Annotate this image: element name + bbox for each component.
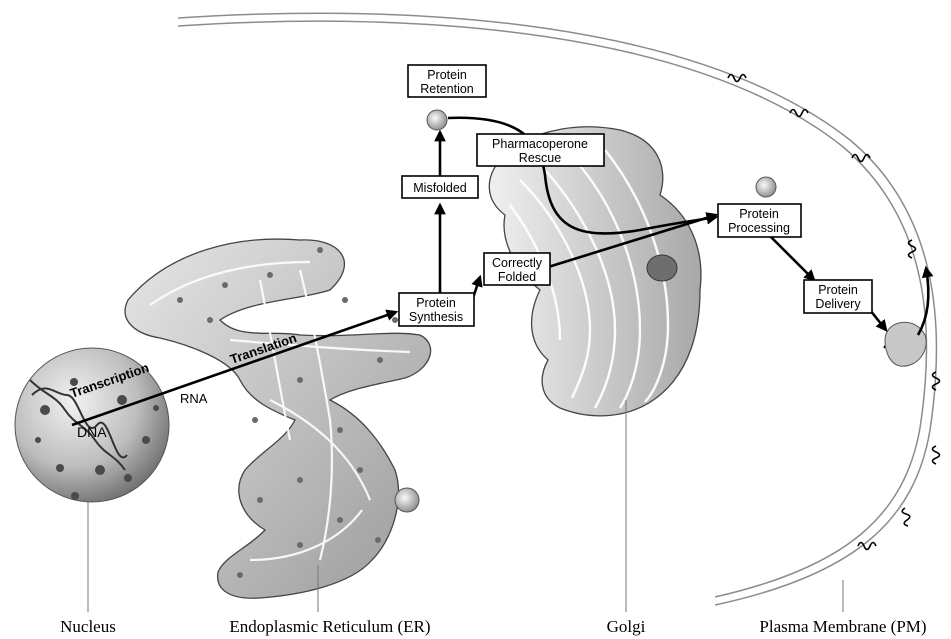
box-misfolded: Misfolded bbox=[402, 176, 478, 198]
pharmacoperone-line1: Pharmacoperone bbox=[492, 137, 588, 151]
protein-synthesis-line1: Protein bbox=[416, 296, 456, 310]
misfolded-label: Misfolded bbox=[413, 181, 467, 195]
retention-vesicle bbox=[427, 110, 447, 130]
protein-processing-line1: Protein bbox=[739, 207, 779, 221]
box-protein-processing: Protein Processing bbox=[718, 204, 801, 237]
box-protein-synthesis: Protein Synthesis bbox=[399, 293, 474, 326]
protein-synthesis-line2: Synthesis bbox=[409, 310, 463, 324]
dna-label: DNA bbox=[77, 424, 107, 440]
er-shape bbox=[125, 239, 431, 612]
golgi-shape bbox=[427, 110, 776, 612]
box-protein-retention: Protein Retention bbox=[408, 65, 486, 97]
protein-delivery-line2: Delivery bbox=[815, 297, 861, 311]
golgi-label: Golgi bbox=[607, 617, 646, 636]
box-protein-delivery: Protein Delivery bbox=[804, 280, 872, 313]
protein-processing-line2: Processing bbox=[728, 221, 790, 235]
box-pharmacoperone-rescue: Pharmacoperone Rescue bbox=[477, 134, 604, 166]
box-correctly-folded: Correctly Folded bbox=[484, 253, 550, 285]
correctly-folded-line1: Correctly bbox=[492, 256, 543, 270]
rna-label: RNA bbox=[180, 391, 208, 406]
er-vesicle bbox=[395, 488, 419, 512]
processing-vesicle bbox=[756, 177, 776, 197]
protein-delivery-line1: Protein bbox=[818, 283, 858, 297]
pharmacoperone-line2: Rescue bbox=[519, 151, 561, 165]
plasma-membrane-label: Plasma Membrane (PM) bbox=[759, 617, 926, 636]
correctly-folded-line2: Folded bbox=[498, 270, 536, 284]
nucleus-label: Nucleus bbox=[60, 617, 116, 636]
protein-retention-line2: Retention bbox=[420, 82, 474, 96]
er-label: Endoplasmic Reticulum (ER) bbox=[229, 617, 430, 636]
protein-retention-line1: Protein bbox=[427, 68, 467, 82]
